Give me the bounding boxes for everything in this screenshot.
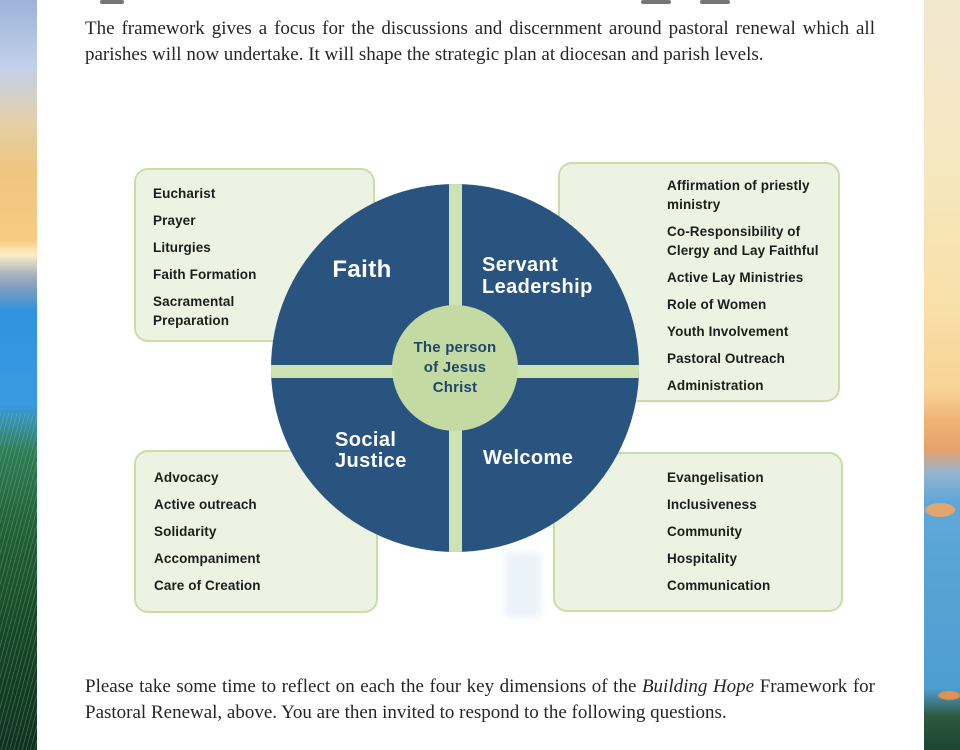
list-item: Hospitality <box>667 551 738 566</box>
list-item: Faith Formation <box>153 267 257 282</box>
list-item: Community <box>667 524 743 539</box>
framework-circle: Faith Servant Leadership Social Justice … <box>271 184 639 552</box>
closing-text-italic: Building Hope <box>641 676 755 697</box>
list-item: Role of Women <box>667 297 767 312</box>
list-item: Advocacy <box>154 470 219 485</box>
list-item: Active outreach <box>154 497 257 512</box>
list-item: Active Lay Ministries <box>667 270 804 285</box>
list-item: Pastoral Outreach <box>667 351 785 366</box>
list-item: Communication <box>667 578 771 593</box>
quadrant-label-servant-leadership: Servant Leadership <box>482 254 593 298</box>
closing-text-before: Please take some time to reflect on each… <box>85 676 642 697</box>
closing-text-after: Framework for Pastoral Renewal, above. Y… <box>85 676 875 723</box>
list-item: Accompaniment <box>154 551 261 566</box>
clipped-text-fragment <box>700 0 730 4</box>
list-item: Care of Creation <box>154 578 261 593</box>
list-item: Liturgies <box>153 240 211 255</box>
list-item: Administration <box>667 378 764 393</box>
intro-paragraph: The framework gives a focus for the disc… <box>85 18 875 65</box>
list-item: Youth Involvement <box>667 324 789 339</box>
list-item: Prayer <box>153 213 196 228</box>
quadrant-label-social-justice: Social Justice <box>335 429 407 472</box>
list-item: Inclusiveness <box>667 497 757 512</box>
center-label: The person of Jesus Christ <box>413 339 497 396</box>
list-item: Solidarity <box>154 524 217 539</box>
watermark-smudge <box>505 553 541 617</box>
quadrant-label-faith: Faith <box>332 256 392 283</box>
list-item: Evangelisation <box>667 470 764 485</box>
clipped-text-fragment <box>641 0 671 4</box>
clipped-text-fragment <box>100 0 124 4</box>
background-photo-left <box>0 0 37 750</box>
welcome-items-box: Evangelisation Inclusiveness Community H… <box>553 452 843 612</box>
list-item: Co-Responsibility of Clergy and Lay Fait… <box>667 224 819 258</box>
background-photo-right <box>924 0 960 750</box>
list-item: Eucharist <box>153 186 216 201</box>
center-circle: The person of Jesus Christ <box>392 305 518 431</box>
closing-paragraph: Please take some time to reflect on each… <box>85 674 875 726</box>
list-item: Affirmation of priestly ministry <box>667 178 810 212</box>
list-item: Sacramental Preparation <box>153 294 235 328</box>
quadrant-label-welcome: Welcome <box>483 447 574 469</box>
